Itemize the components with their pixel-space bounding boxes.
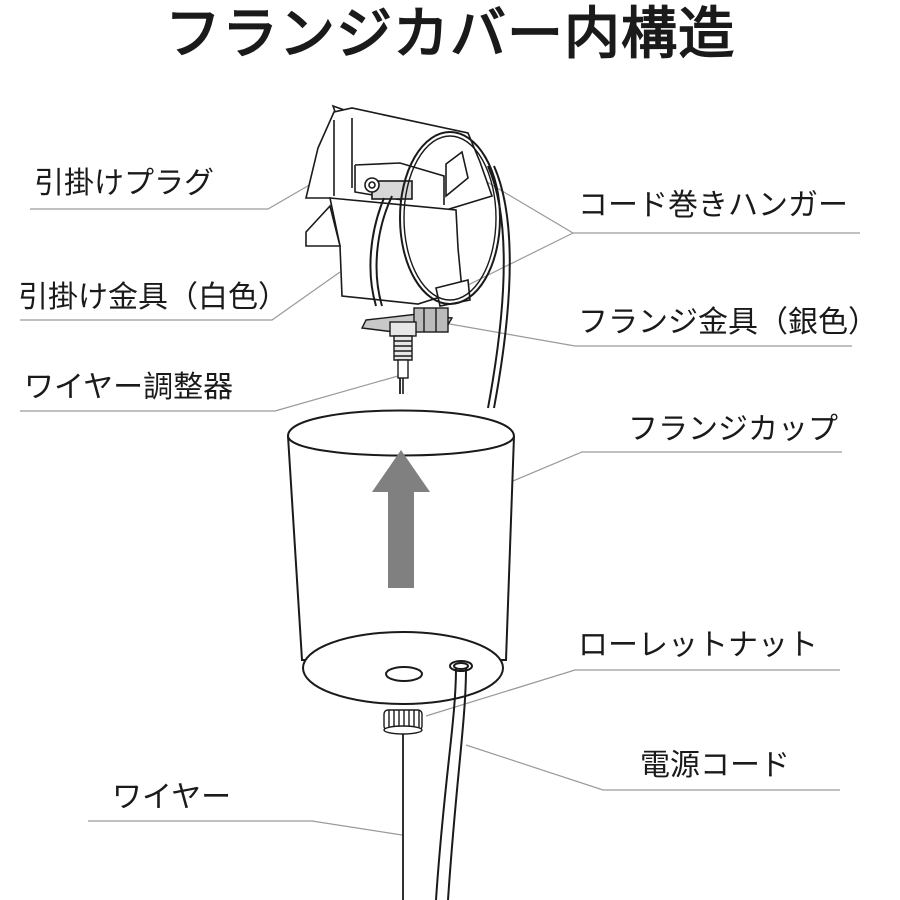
label-wire-adjuster: ワイヤー調整器 bbox=[24, 370, 234, 405]
label-hook-plug: 引掛けプラグ bbox=[34, 166, 214, 201]
up-arrow-icon bbox=[372, 450, 430, 588]
leader-knurled-nut bbox=[425, 669, 840, 717]
label-hook-bracket: 引掛け金具（白色） bbox=[18, 280, 288, 315]
leader-wire-adjuster bbox=[20, 375, 399, 412]
wire bbox=[399, 378, 404, 900]
label-wire: ワイヤー bbox=[112, 780, 232, 815]
diagram-title: フランジカバー内構造 bbox=[165, 2, 735, 67]
label-power-cord: 電源コード bbox=[640, 748, 790, 783]
leader-cord-hanger-bottom bbox=[457, 232, 574, 291]
leader-hook-bracket bbox=[20, 271, 341, 321]
leader-power-cord bbox=[465, 744, 840, 791]
knurled-nut bbox=[383, 709, 423, 735]
leader-flange-bracket bbox=[443, 322, 852, 347]
label-flange-cup: フランジカップ bbox=[628, 412, 838, 447]
label-knurled-nut: ローレットナット bbox=[578, 628, 818, 663]
leader-lines bbox=[20, 159, 860, 836]
hook-bracket bbox=[305, 150, 471, 307]
wire-adjuster bbox=[389, 321, 417, 394]
label-flange-bracket: フランジ金具（銀色） bbox=[578, 305, 878, 340]
leader-wire bbox=[88, 820, 403, 836]
cord-hanger bbox=[369, 131, 511, 409]
leader-hook-plug bbox=[30, 179, 319, 210]
label-cord-hanger: コード巻きハンガー bbox=[578, 188, 848, 223]
power-cord bbox=[435, 667, 467, 900]
